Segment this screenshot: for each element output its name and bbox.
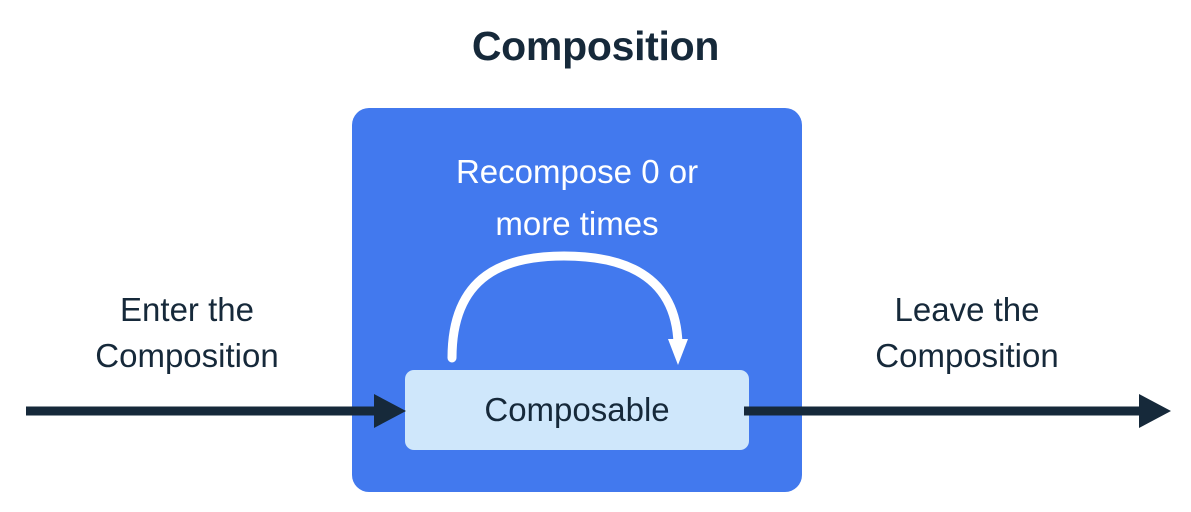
enter-composition-caption: Enter the Composition	[22, 287, 352, 379]
composable-box: Composable	[405, 370, 749, 450]
leave-composition-caption-line-2: Composition	[875, 337, 1059, 374]
recompose-caption: Recompose 0 or more times	[352, 146, 802, 250]
leave-composition-caption: Leave the Composition	[802, 287, 1132, 379]
composable-label: Composable	[484, 391, 670, 428]
page-title: Composition	[471, 23, 720, 69]
recompose-caption-line-1: Recompose 0 or	[455, 153, 699, 190]
enter-composition-caption-line-2: Composition	[95, 337, 279, 374]
recompose-caption-line-2: more times	[495, 205, 659, 242]
leave-flow-arrow-icon	[744, 394, 1171, 428]
leave-composition-caption-line-1: Leave the	[894, 291, 1040, 328]
enter-composition-caption-line-1: Enter the	[120, 291, 254, 328]
